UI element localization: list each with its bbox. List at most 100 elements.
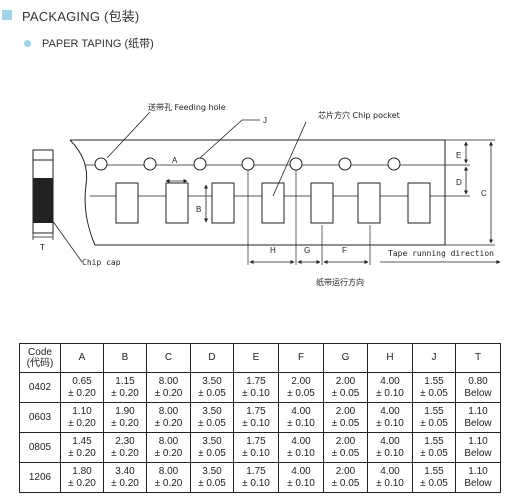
table-cell: 4.00± 0.10 [278, 402, 324, 433]
dim-c-label: C [481, 189, 487, 198]
cell-value: 4.00 [380, 406, 400, 417]
cell-value: 0.65 [72, 376, 92, 387]
table-cell: 4.00± 0.10 [367, 432, 413, 463]
cell-tolerance: ± 0.10 [376, 477, 404, 489]
header-t: T [455, 343, 501, 373]
feeding-hole-label: 送带孔 Feeding hole [148, 102, 226, 112]
cell-value: 1.80 [72, 466, 92, 477]
section-title: PACKAGING (包装) [22, 8, 140, 24]
table-cell: 1.75± 0.10 [233, 372, 279, 403]
cell-value: 1.75 [246, 436, 266, 447]
dim-b-label: B [196, 205, 201, 214]
row-code-cell: 1206 [19, 462, 61, 493]
chip-pocket-label: 芯片方穴 Chip pocket [318, 110, 400, 120]
cell-tolerance: ± 0.05 [331, 417, 360, 429]
row-code-cell: 0603 [19, 402, 61, 433]
cell-value: 1.55 [424, 436, 444, 447]
cell-value: 1.10 [72, 406, 92, 417]
table-cell: 3.50± 0.05 [190, 432, 234, 463]
cell-value: 2.00 [291, 376, 311, 387]
dim-f-label: F [342, 246, 347, 255]
cell-tolerance: ± 0.05 [198, 387, 226, 399]
cell-tolerance: ± 0.20 [68, 447, 96, 459]
header-b: B [103, 343, 147, 373]
cell-tolerance: ± 0.10 [376, 417, 404, 429]
dim-g-label: G [304, 246, 310, 255]
header-h: H [367, 343, 413, 373]
header-j: J [412, 343, 456, 373]
table-cell: 1.75± 0.10 [233, 462, 279, 493]
cell-value: 1.10 [468, 436, 488, 447]
cell-value: 1.90 [115, 406, 135, 417]
table-cell: 1.10± 0.20 [60, 402, 104, 433]
cell-tolerance: ± 0.20 [111, 447, 139, 459]
square-bullet-icon [2, 10, 12, 20]
cell-value: 1.75 [246, 466, 266, 477]
table-header-row: Code (代码) A B C D E F G H J T [19, 343, 501, 373]
table-cell: 1.75± 0.10 [233, 432, 279, 463]
cell-tolerance: ± 0.10 [242, 417, 270, 429]
table-cell: 2.00± 0.05 [323, 402, 368, 433]
dim-j-label: J [263, 116, 267, 125]
cell-value: 4.00 [291, 466, 311, 477]
cell-tolerance: Below [464, 417, 492, 429]
cell-value: 2.00 [335, 466, 356, 477]
cell-tolerance: ± 0.10 [242, 387, 270, 399]
table-cell: 0.65± 0.20 [60, 372, 104, 403]
dim-e-label: E [456, 151, 461, 160]
cell-tolerance: ± 0.05 [331, 387, 360, 399]
cell-value: 2.30 [115, 436, 135, 447]
subsection-title: PAPER TAPING (纸带) [42, 38, 154, 50]
table-cell: 1.15± 0.20 [103, 372, 147, 403]
dot-bullet-icon [24, 39, 31, 47]
header-f: F [278, 343, 324, 373]
table-cell: 4.00± 0.10 [367, 402, 413, 433]
header-g: G [323, 343, 368, 373]
table-cell: 1.55± 0.05 [412, 372, 456, 403]
cell-tolerance: ± 0.20 [68, 417, 96, 429]
table-cell: 1.75± 0.10 [233, 402, 279, 433]
cell-tolerance: ± 0.10 [242, 477, 270, 489]
cell-tolerance: ± 0.05 [198, 477, 226, 489]
cell-value: 1.75 [246, 406, 266, 417]
cell-tolerance: Below [464, 387, 492, 399]
cell-tolerance: ± 0.05 [420, 387, 448, 399]
cell-tolerance: ± 0.05 [420, 447, 448, 459]
header-a: A [60, 343, 104, 373]
cell-tolerance: ± 0.20 [154, 447, 183, 459]
cell-tolerance: Below [464, 447, 492, 459]
tape-diagram: T Chip cap 送带孔 Feeding hole J 芯片方穴 [32, 102, 501, 287]
dim-d-label: D [456, 178, 462, 187]
cell-value: 1.75 [246, 376, 266, 387]
cell-tolerance: ± 0.20 [154, 387, 183, 399]
cell-value: 1.10 [468, 466, 488, 477]
cell-tolerance: ± 0.05 [198, 447, 226, 459]
cell-tolerance: ± 0.10 [242, 447, 270, 459]
cell-tolerance: ± 0.05 [287, 387, 315, 399]
header-d: D [190, 343, 234, 373]
section-header: PACKAGING (包装) [2, 6, 139, 24]
cell-value: 4.00 [380, 376, 400, 387]
cell-tolerance: Below [464, 477, 492, 489]
cell-value: 2.00 [335, 376, 356, 387]
table-cell: 1.55± 0.05 [412, 402, 456, 433]
chip-cap-label: Chip cap [82, 258, 121, 267]
cell-tolerance: ± 0.20 [68, 387, 96, 399]
table-cell: 3.50± 0.05 [190, 462, 234, 493]
cell-tolerance: ± 0.10 [287, 477, 315, 489]
cell-tolerance: ± 0.05 [420, 417, 448, 429]
table-cell: 4.00± 0.10 [367, 372, 413, 403]
table-cell: 3.50± 0.05 [190, 402, 234, 433]
cell-value: 4.00 [380, 436, 400, 447]
cell-tolerance: ± 0.05 [198, 417, 226, 429]
dim-h-label: H [270, 246, 276, 255]
table-cell: 1.45± 0.20 [60, 432, 104, 463]
subsection-header: PAPER TAPING (纸带) [24, 36, 154, 50]
cell-value: 1.55 [424, 466, 444, 477]
header-code: Code (代码) [19, 343, 61, 373]
cell-value: 1.15 [115, 376, 135, 387]
